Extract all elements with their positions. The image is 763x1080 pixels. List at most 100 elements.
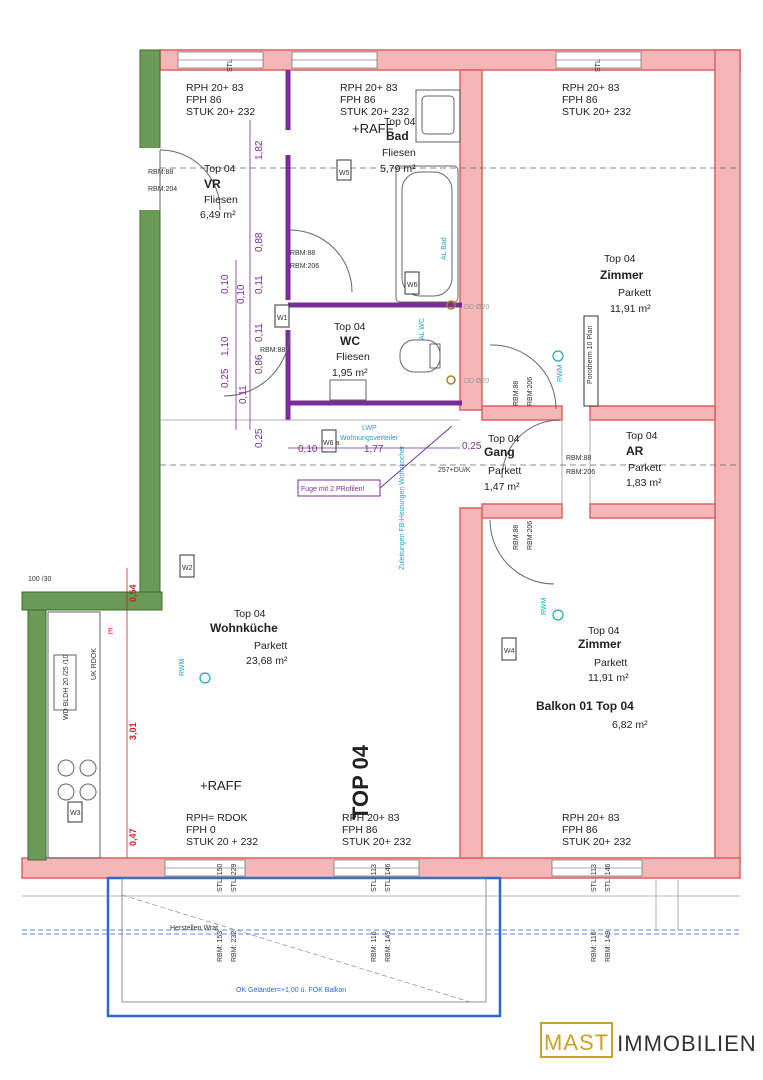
room-vr-top: Top 04 xyxy=(204,163,236,175)
note-stl-b1: STL: 150 xyxy=(217,863,224,892)
toilet-wc xyxy=(399,339,441,373)
note-uk-rdok: UK RDOK xyxy=(91,648,98,680)
room-balkon-area: 6,82 m² xyxy=(612,719,648,731)
note-rph-tm: RPH 20+ 83 xyxy=(340,82,398,94)
rwm-circle-2 xyxy=(552,609,564,621)
window-label-w3: W3 xyxy=(70,810,81,817)
note-rbm88a: RBM:88 xyxy=(148,169,173,176)
room-ar-top: Top 04 xyxy=(626,430,658,442)
note-stl-b2: STL: 229 xyxy=(231,863,238,892)
dim-025b: 0,25 xyxy=(254,428,265,448)
note-wohnungsverteiler: Wohnungsverteiler xyxy=(340,435,399,442)
dim-088: 0,88 xyxy=(254,232,265,252)
note-rbm-v1: RBM:88 xyxy=(513,381,520,406)
room-wohnkueche-area: 23,68 m² xyxy=(246,655,288,667)
note-100-30: 100 /30 xyxy=(28,576,51,583)
note-rbm-b5: RBM: 116 xyxy=(591,931,598,962)
room-wc-top: Top 04 xyxy=(334,321,366,333)
brand-immobilien: IMMOBILIEN xyxy=(617,1031,757,1056)
note-fph-bm: FPH 86 xyxy=(342,824,378,836)
note-rbm-v3: RBM:88 xyxy=(513,525,520,550)
note-rbm206b: RBM:206 xyxy=(566,469,595,476)
room-zimmer1-floor: Parkett xyxy=(618,287,651,299)
window-glass-lines xyxy=(165,59,642,869)
room-bad-top: Top 04 xyxy=(384,116,416,128)
room-gang-top: Top 04 xyxy=(488,433,520,445)
note-stl-b6: STL: 146 xyxy=(605,863,612,892)
window-label-w1: W1 xyxy=(277,315,288,322)
note-wd-bldh: WD BLDH 20 /25 /10 xyxy=(63,655,70,720)
interior-lines xyxy=(160,167,740,506)
door-swings xyxy=(159,149,561,585)
note-dd1: DD Ø20 xyxy=(464,304,489,311)
note-rbm-b3: RBM: 116 xyxy=(371,931,378,962)
note-fph-br: FPH 86 xyxy=(562,824,598,836)
room-wohnkueche-name: Wohnküche xyxy=(210,621,278,635)
brand-mast-box: MAST xyxy=(540,1022,614,1058)
room-balkon-name: Balkon 01 Top 04 xyxy=(536,699,634,713)
kitchen-counter xyxy=(47,611,101,859)
window-openings xyxy=(164,51,643,877)
note-herstellen: Herstellen Wrat xyxy=(170,925,218,932)
room-gang-name: Gang xyxy=(484,445,515,459)
note-stl-b5: STL: 113 xyxy=(591,864,598,892)
room-ar-floor: Parkett xyxy=(628,462,661,474)
dim-086: 0,86 xyxy=(254,354,265,374)
note-rwm1: RWM xyxy=(179,658,186,676)
room-wohnkueche-floor: Parkett xyxy=(254,640,287,652)
note-stuk-bm: STUK 20+ 232 xyxy=(342,836,411,848)
note-rph-tr: RPH 20+ 83 xyxy=(562,82,620,94)
note-rbm-v2: RBM:206 xyxy=(527,377,534,406)
room-zimmer2-area: 11,91 m² xyxy=(588,672,629,684)
room-wc-name: WC xyxy=(340,334,360,348)
dim-054: 0,54 xyxy=(128,584,138,602)
brand-mast: MAST xyxy=(544,1030,610,1055)
note-fph-bl: FPH 0 xyxy=(186,824,216,836)
dim-010a: 0,10 xyxy=(220,274,231,294)
dim-011b: 0,11 xyxy=(254,323,265,342)
note-fuge: Fuge mit 2 PRofilen! xyxy=(301,486,364,493)
dim-010c: 0,10 xyxy=(298,444,318,455)
apartment-label: TOP 04 xyxy=(348,744,373,820)
note-rph-tl: RPH 20+ 83 xyxy=(186,82,244,94)
dim-025c: 0,25 xyxy=(462,441,482,452)
note-rph-bl: RPH= RDOK xyxy=(186,812,248,824)
note-stl-t2: STL xyxy=(595,59,602,72)
room-vr-area: 6,49 m² xyxy=(200,209,236,221)
note-fph-tl: FPH 86 xyxy=(186,94,222,106)
balcony-area xyxy=(22,876,740,1018)
window-markers xyxy=(67,159,599,823)
dim-011a: 0,11 xyxy=(254,275,265,294)
room-wohnkueche-top: Top 04 xyxy=(234,608,266,620)
room-zimmer1-area: 11,91 m² xyxy=(610,303,651,315)
window-label-w4: W4 xyxy=(504,648,515,655)
note-dd2: DD Ø20 xyxy=(464,378,489,385)
window-label-w2: W2 xyxy=(182,565,193,572)
room-ar-area: 1,83 m² xyxy=(626,477,662,489)
room-gang-floor: Parkett xyxy=(488,465,521,477)
room-ar-name: AR xyxy=(626,444,644,458)
room-zimmer2-name: Zimmer xyxy=(578,637,622,651)
bathtub xyxy=(395,165,459,303)
note-zuleitung: Zuleitungen FB-Heizungen Wohnkocher xyxy=(399,445,406,570)
dim-177: 1,77 xyxy=(364,444,384,455)
washbasin-wc xyxy=(329,379,367,401)
window-label-w6: W6 xyxy=(407,282,418,289)
room-zimmer1-top: Top 04 xyxy=(604,253,636,265)
dd-marker-2 xyxy=(446,375,456,385)
dim-047: 0,47 xyxy=(128,828,138,846)
note-rbm88d: RBM:88 xyxy=(260,347,285,354)
room-vr-floor: Fliesen xyxy=(204,194,238,206)
dim-011c: 0,11 xyxy=(238,385,249,404)
note-al-bad: AL Bad xyxy=(441,237,448,260)
note-stuk-br: STUK 20+ 232 xyxy=(562,836,631,848)
rwm-circle-3 xyxy=(552,350,564,362)
note-stl-b3: STL: 113 xyxy=(371,864,378,892)
note-al-wc: AL WC xyxy=(419,318,426,340)
note-rph-br: RPH 20+ 83 xyxy=(562,812,620,824)
dim-182: 1,82 xyxy=(254,140,265,160)
room-zimmer1-name: Zimmer xyxy=(600,268,644,282)
dd-marker-1 xyxy=(446,300,456,310)
note-257: 257+DU/K xyxy=(438,467,471,474)
